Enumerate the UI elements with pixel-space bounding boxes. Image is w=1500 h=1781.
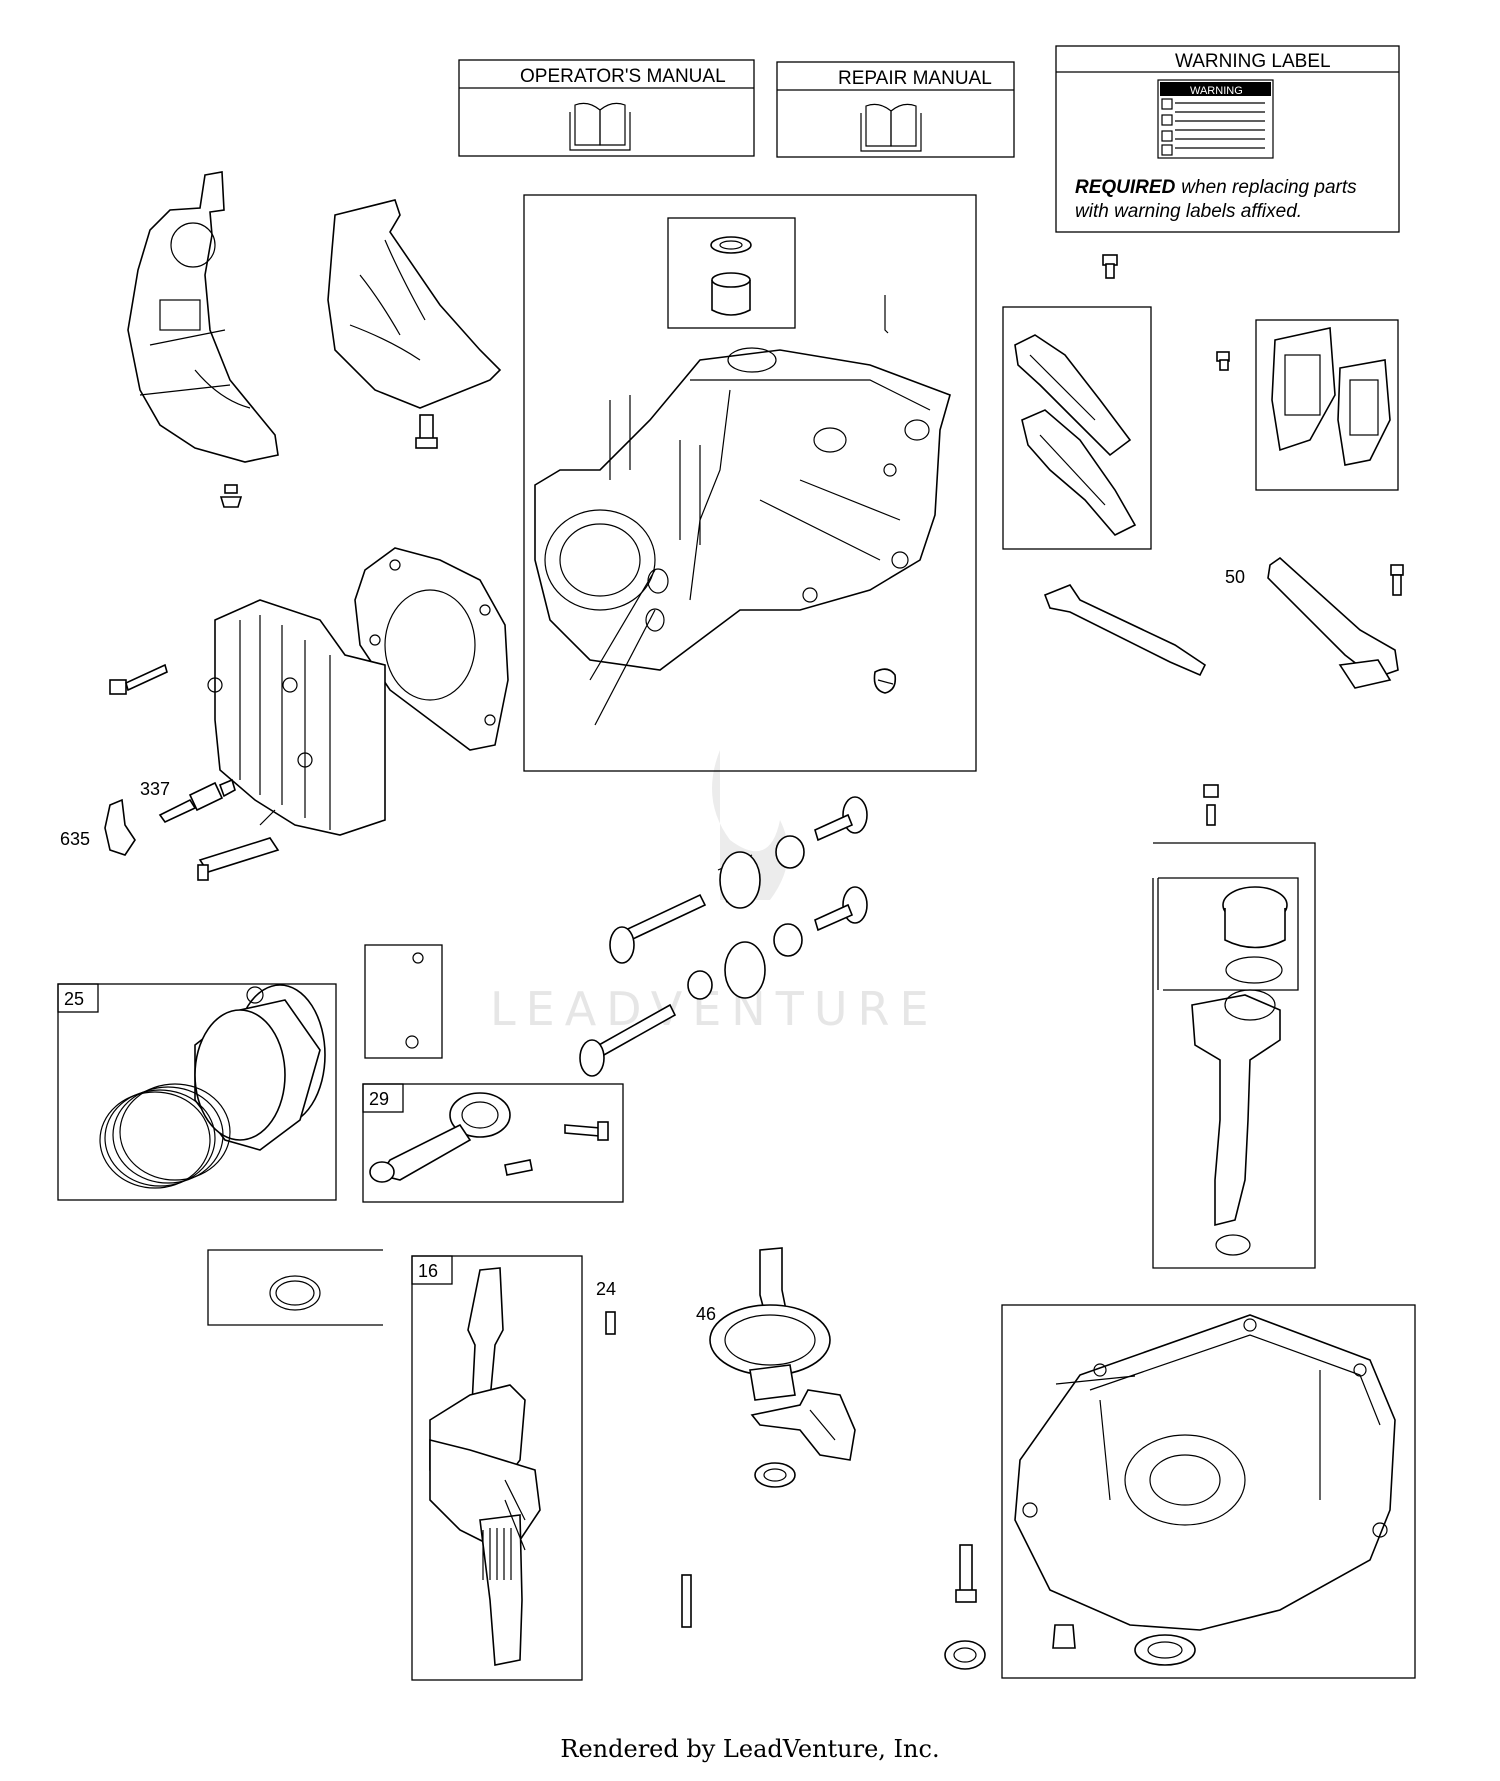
spark-plug-wrench-icon [197,809,280,881]
dowel-pin-icon [884,295,889,334]
leader-line [594,609,656,726]
camshaft-seal-icon [754,1462,796,1488]
operators-manual-box[interactable]: OPERATOR'S MANUAL [458,59,755,157]
head-gasket-icon [354,547,509,751]
oil-filter-cap-icon [1222,886,1288,984]
dipstick-tube-icon [1267,556,1399,689]
spark-plug-icon [158,778,236,824]
operators-manual-label: OPERATOR'S MANUAL [520,66,726,87]
watermark-text: LEADVENTURE [490,982,939,1036]
camshaft-icon [709,1247,831,1401]
gasket-card-box[interactable] [364,944,443,1059]
book-icon [569,102,631,151]
repair-manual-label: REPAIR MANUAL [838,68,992,89]
footer-credit: Rendered by LeadVenture, Inc. [560,1735,940,1763]
spark-plug-boot-icon [104,798,136,856]
governor-icon [750,1389,856,1461]
piston-icon [194,984,326,1151]
screw-icon [1390,564,1404,596]
leader-line [504,1479,526,1521]
bushing-seal-icon [710,236,752,316]
bolt-icon [415,414,438,449]
part-label-50: 50 [1225,567,1245,587]
plug-icon [873,668,897,694]
dowel-pin-icon [681,1574,692,1628]
cylinder-shield-icon [127,171,279,463]
part-label-635: 635 [60,829,90,849]
leader-line [504,1499,526,1551]
breather-cover-icon [1271,327,1391,466]
valve-stem-icon [579,893,707,1077]
valve-icon [814,796,868,932]
warning-sticker-icon: WARNING [1157,79,1274,159]
cylinder-deflector-icon [327,199,502,409]
head-bolt-icon [109,663,168,695]
warning-label-title: WARNING LABEL [1175,51,1331,72]
piston-ring-icon [99,1083,231,1189]
gasket-set-box[interactable] [1002,306,1152,550]
connecting-rod-box[interactable]: 29 [362,1083,624,1203]
oil-pickup-tube-icon [1191,989,1281,1227]
oil-seal-icon [944,1640,986,1670]
cylinder-head-icon [207,599,386,836]
rod-bolt-icon [504,1121,609,1176]
required-rest: when replacing parts [1181,177,1357,198]
crankshaft-icon [429,1267,541,1666]
cylinder-block-box[interactable] [523,194,977,772]
crankshaft-box[interactable]: 16 [411,1255,583,1681]
seal-box[interactable] [207,1249,383,1326]
seal-ring-icon [269,1275,321,1311]
breather-box[interactable] [1255,319,1399,491]
screw-icon [219,484,243,508]
repair-manual-box[interactable]: REPAIR MANUAL [776,61,1015,158]
crankshaft-key-icon [605,1311,616,1335]
cylinder-block-icon [534,347,951,671]
piston-box[interactable]: 25 [57,983,337,1201]
part-label-29: 29 [369,1089,389,1109]
oil-pickup-box[interactable] [1152,842,1316,1269]
screw-icon [1216,351,1230,371]
leader-line [1055,1375,1136,1385]
screw-icon [1203,784,1219,826]
screw-icon [1102,254,1118,279]
part-label-337: 337 [140,779,170,799]
breather-tube-icon [1043,584,1207,677]
crankcase-sump-icon [1014,1314,1396,1631]
watermark: LEADVENTURE [490,750,939,1036]
drain-plug-icon [1052,1624,1076,1649]
sump-seal-icon [1134,1634,1196,1666]
valve-spring-icon [717,851,766,999]
valve-retainer-icon [687,835,805,1000]
warning-sticker-title: WARNING [1190,85,1243,97]
o-ring-icon [1215,1234,1251,1256]
sump-box[interactable] [1001,1304,1416,1679]
part-label-25: 25 [64,989,84,1009]
connecting-rod-icon [369,1092,511,1183]
required-note-line2: with warning labels affixed. [1075,201,1302,222]
sump-bolt-icon [955,1544,977,1603]
book-icon [860,103,922,152]
leader-line [589,569,656,681]
part-label-46: 46 [696,1304,716,1324]
required-bold: REQUIRED [1075,177,1176,198]
gasket-icon [1014,334,1137,536]
part-label-24: 24 [596,1279,616,1299]
part-label-16: 16 [418,1261,438,1281]
